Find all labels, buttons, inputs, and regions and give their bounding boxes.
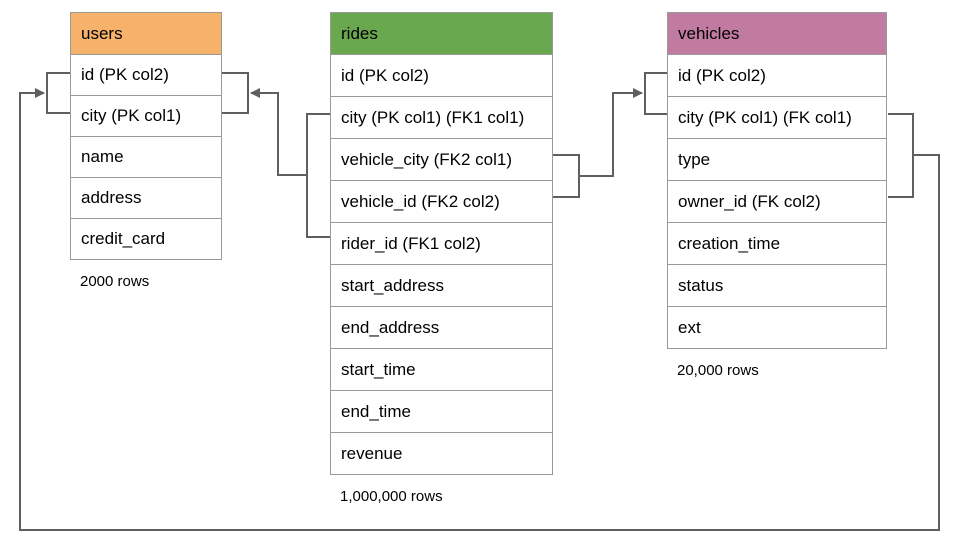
table-rides-column-start-time: start_time: [331, 349, 552, 391]
table-rides-column-end-address: end_address: [331, 307, 552, 349]
table-rides: rides id (PK col2) city (PK col1) (FK1 c…: [330, 12, 553, 505]
fk2-vehicles-bracket: [644, 72, 668, 115]
table-vehicles-header: vehicles: [668, 13, 886, 55]
table-users-row-count: 2000 rows: [80, 273, 150, 290]
table-users-column-name: name: [71, 137, 221, 178]
table-rides-column-city: city (PK col1) (FK1 col1): [331, 97, 552, 139]
table-vehicles-column-city: city (PK col1) (FK col1): [668, 97, 886, 139]
table-vehicles-row-count: 20,000 rows: [677, 362, 759, 379]
fk2-connector-arrow: [579, 88, 643, 177]
fk3-vehicles-bracket: [888, 113, 914, 198]
table-vehicles-column-type: type: [668, 139, 886, 181]
table-vehicles-column-owner-id: owner_id (FK col2): [668, 181, 886, 223]
table-vehicles-column-status: status: [668, 265, 886, 307]
table-rides-header: rides: [331, 13, 552, 55]
table-users: users id (PK col2) city (PK col1) name a…: [70, 12, 222, 290]
table-users-header: users: [71, 13, 221, 55]
table-rides-column-vehicle-id: vehicle_id (FK2 col2): [331, 181, 552, 223]
table-vehicles-column-creation-time: creation_time: [668, 223, 886, 265]
fk2-rides-bracket: [553, 154, 580, 198]
table-rides-column-vehicle-city: vehicle_city (FK2 col1): [331, 139, 552, 181]
table-vehicles-column-ext: ext: [668, 307, 886, 348]
table-users-column-address: address: [71, 178, 221, 219]
fk1-connector-arrow: [250, 88, 307, 176]
table-rides-row-count: 1,000,000 rows: [340, 488, 443, 505]
table-rides-column-start-address: start_address: [331, 265, 552, 307]
table-vehicles: vehicles id (PK col2) city (PK col1) (FK…: [667, 12, 887, 379]
table-users-column-id: id (PK col2): [71, 55, 221, 96]
fk1-users-bracket: [222, 72, 249, 114]
table-rides-column-rider-id: rider_id (FK1 col2): [331, 223, 552, 265]
table-rides-column-end-time: end_time: [331, 391, 552, 433]
table-users-column-city: city (PK col1): [71, 96, 221, 137]
fk1-rides-bracket: [306, 113, 331, 238]
table-vehicles-column-id: id (PK col2): [668, 55, 886, 97]
table-rides-column-revenue: revenue: [331, 433, 552, 474]
fk3-users-bracket: [46, 72, 70, 114]
table-users-column-credit-card: credit_card: [71, 219, 221, 259]
table-rides-column-id: id (PK col2): [331, 55, 552, 97]
